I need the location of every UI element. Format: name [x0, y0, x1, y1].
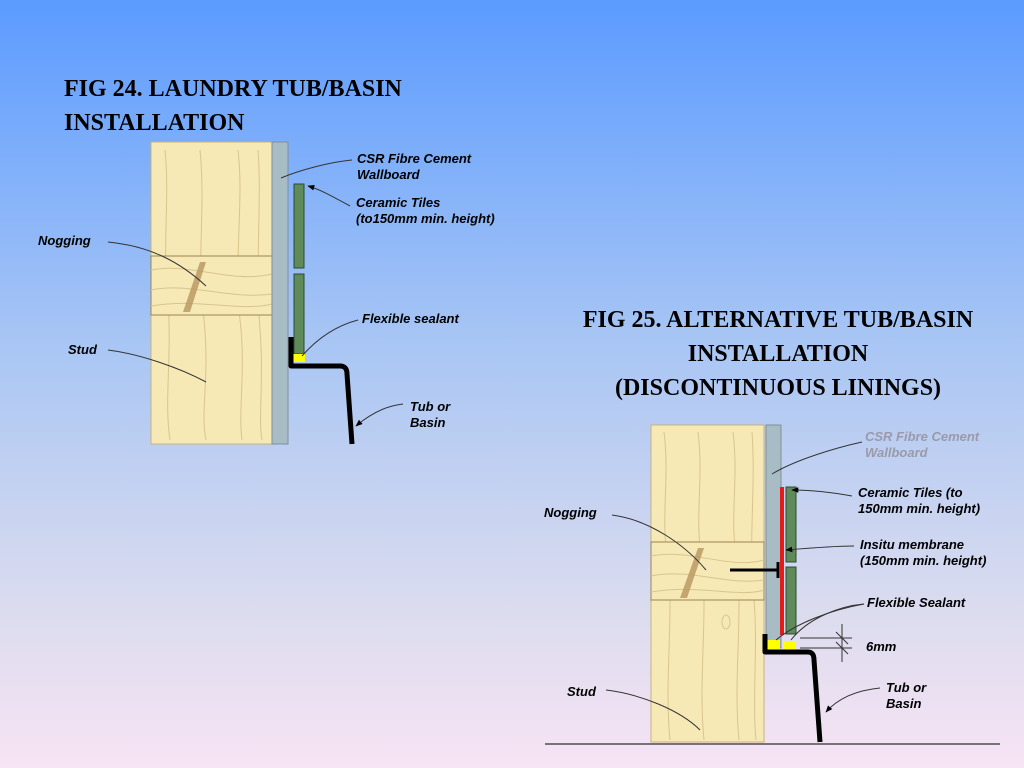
fig24-nogging [150, 255, 273, 316]
fig24-label-wallboard-1: CSR Fibre Cement [357, 151, 472, 166]
fig25-tile-lower [785, 566, 797, 635]
fig24-tile-upper [293, 183, 305, 269]
svg-text:Ceramic Tiles(to150mm min. hei: Ceramic Tiles(to150mm min. height) [356, 195, 495, 226]
fig25-label-gap: 6mm [866, 639, 897, 654]
fig25-label-membrane-2: (150mm min. height) [860, 553, 986, 568]
fig25-label-tiles-1: Ceramic Tiles (to [858, 485, 963, 500]
fig25-label-sealant: Flexible Sealant [867, 595, 966, 610]
fig25-label-tub-2: Basin [886, 696, 921, 711]
fig24-tile-lower [293, 273, 305, 355]
fig25-label-membrane-1: Insitu membrane [860, 537, 964, 552]
fig24-sealant [293, 354, 305, 362]
fig24-label-tub-1: Tub or [410, 399, 451, 414]
svg-text:Insitu membrane(150mm min. hei: Insitu membrane(150mm min. height) [860, 537, 986, 568]
fig24-label-tiles-2: (to150mm min. height) [356, 211, 495, 226]
fig25-gap-dimension [800, 624, 852, 662]
fig24-label-tiles-1: Ceramic Tiles [356, 195, 440, 210]
svg-text:Ceramic Tiles (to150mm min. he: Ceramic Tiles (to150mm min. height) [858, 485, 980, 516]
fig25-sealant-tile [784, 641, 796, 649]
fig24-label-sealant: Flexible sealant [362, 311, 459, 326]
fig24-title: FIG 24. LAUNDRY TUB/BASIN INSTALLATION [64, 72, 484, 140]
fig25-label-wallboard-1: CSR Fibre Cement [865, 429, 980, 444]
fig25-label-tiles-2: 150mm min. height) [858, 501, 980, 516]
fig25-title-line2: INSTALLATION [687, 341, 869, 367]
fig25-label-stud: Stud [567, 684, 597, 699]
fig25-tile-upper [785, 486, 797, 563]
fig25-label-tub-1: Tub or [886, 680, 927, 695]
fig24-tub-edge [288, 337, 355, 445]
fig25-fixing [730, 562, 780, 578]
fig25-label-nogging: Nogging [544, 505, 597, 520]
fig24-label-wallboard-2: Wallboard [357, 167, 421, 182]
fig24-label-stud: Stud [68, 342, 98, 357]
fig24-title-line1: FIG 24. LAUNDRY TUB/BASIN [64, 76, 402, 102]
fig24-wallboard [271, 141, 289, 445]
fig25-title-line1: FIG 25. ALTERNATIVE TUB/BASIN [582, 307, 974, 333]
fig25-title-line3: (DISCONTINUOUS LININGS) [614, 375, 942, 401]
fig24-label-nogging: Nogging [38, 233, 91, 248]
fig25-title: FIG 25. ALTERNATIVE TUB/BASIN INSTALLATI… [540, 303, 1016, 405]
fig24-stud-grain [164, 149, 263, 441]
fig25-sealant-wall [767, 640, 780, 649]
fig24-label-tub-2: Basin [410, 415, 445, 430]
fig24-title-line2: INSTALLATION [64, 110, 245, 136]
fig25-wallboard [765, 424, 782, 649]
fig25-label-wallboard-2: Wallboard [865, 445, 929, 460]
fig25-tub-edge [762, 634, 823, 743]
fig25-membrane [780, 487, 784, 635]
